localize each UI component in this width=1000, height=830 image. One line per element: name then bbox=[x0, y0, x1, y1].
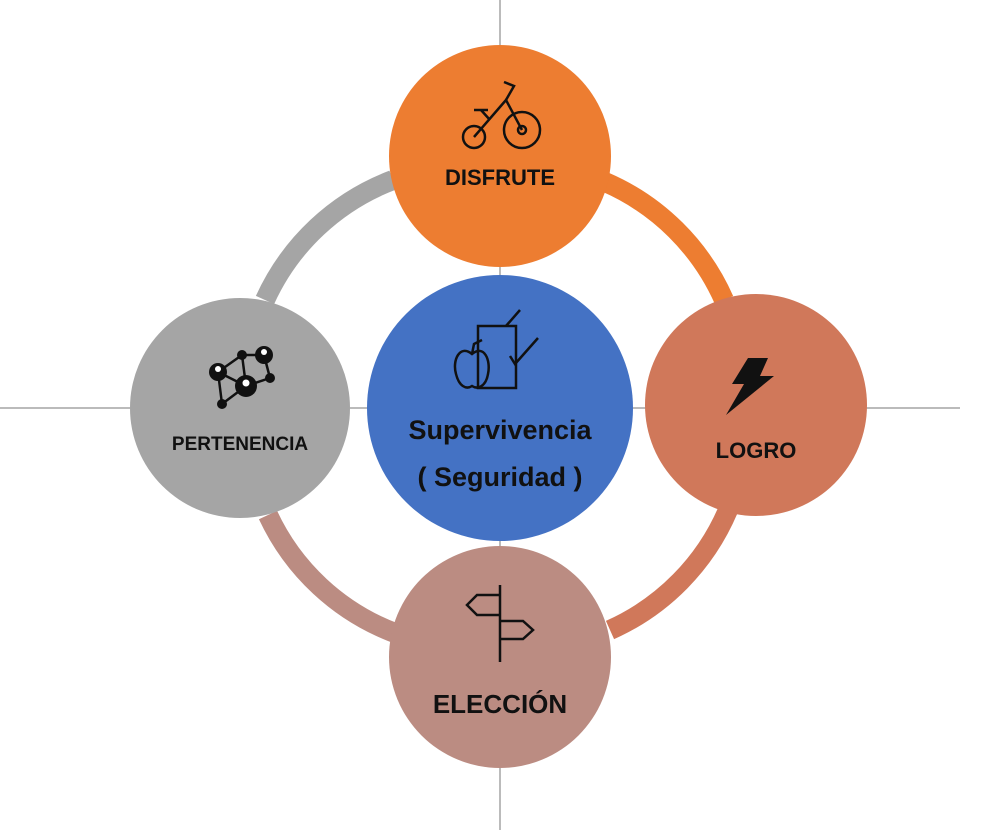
apple-and-glass-icon bbox=[453, 309, 539, 390]
node-logro-label: LOGRO bbox=[716, 438, 797, 463]
node-pertenencia-label: PERTENENCIA bbox=[172, 434, 308, 455]
ring-arc-right-bottom bbox=[605, 505, 738, 640]
signpost-icon bbox=[465, 585, 535, 662]
center-title: Supervivencia bbox=[408, 415, 592, 445]
node-eleccion: ELECCIÓN bbox=[389, 546, 611, 768]
ring-arc-bottom-left bbox=[258, 510, 399, 643]
lightning-bolt-icon bbox=[726, 358, 774, 415]
node-pertenencia: PERTENENCIA bbox=[130, 298, 350, 518]
node-logro: LOGRO bbox=[645, 294, 867, 516]
network-people-icon bbox=[209, 346, 275, 409]
center-subtitle: ( Seguridad ) bbox=[417, 462, 582, 492]
node-eleccion-label: ELECCIÓN bbox=[433, 689, 567, 719]
ring-arc-top-right bbox=[600, 172, 734, 305]
center-node: Supervivencia ( Seguridad ) bbox=[367, 275, 633, 541]
node-disfrute-label: DISFRUTE bbox=[445, 165, 555, 190]
ring-arc-left-top bbox=[255, 170, 397, 305]
tricycle-icon bbox=[461, 80, 542, 150]
node-disfrute: DISFRUTE bbox=[389, 45, 611, 267]
